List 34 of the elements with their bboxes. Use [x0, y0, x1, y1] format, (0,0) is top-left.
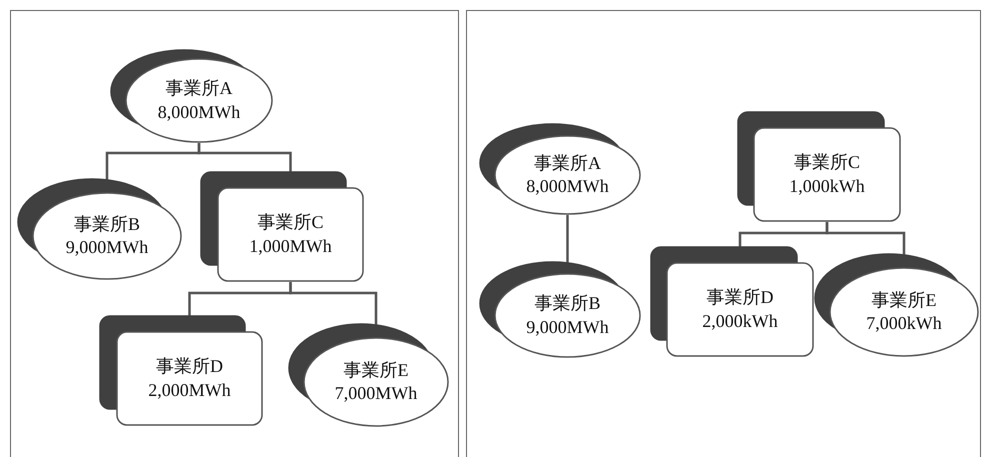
office-name: 事業所A: [166, 77, 232, 100]
office-name: 事業所A: [534, 152, 601, 175]
connector-line: [826, 222, 906, 255]
rounded-box-node: [737, 111, 901, 222]
energy-amount: 8,000MWh: [526, 175, 609, 198]
energy-amount: 1,000kWh: [789, 174, 865, 198]
energy-amount: 8,000MWh: [158, 100, 240, 124]
connector-line: [566, 215, 569, 263]
ellipse-node: [814, 253, 979, 357]
ellipse-node: [110, 49, 273, 143]
rounded-box-node: [650, 246, 814, 357]
ellipse-node: [479, 123, 641, 215]
connector-line: [289, 282, 378, 325]
energy-amount: 7,000kWh: [866, 312, 942, 335]
connector-line: [198, 143, 292, 173]
ellipse-node: [479, 261, 641, 358]
energy-amount: 2,000MWh: [148, 378, 231, 402]
office-name: 事業所B: [74, 212, 140, 236]
ellipse-node: [17, 178, 182, 280]
office-name: 事業所D: [706, 286, 774, 310]
ellipse-node: [288, 323, 449, 427]
office-name: 事業所E: [872, 288, 936, 312]
energy-amount: 7,000MWh: [334, 382, 418, 405]
rounded-box-node: [99, 315, 263, 426]
office-name: 事業所E: [344, 358, 408, 382]
office-name: 事業所B: [534, 292, 600, 316]
energy-amount: 9,000MWh: [526, 316, 609, 338]
energy-amount: 1,000MWh: [249, 234, 332, 258]
office-name: 事業所D: [156, 355, 223, 378]
office-name: 事業所C: [794, 151, 860, 174]
rounded-box-node: [200, 171, 364, 282]
office-name: 事業所C: [257, 211, 324, 234]
energy-amount: 9,000MWh: [66, 236, 148, 259]
energy-amount: 2,000kWh: [702, 310, 778, 332]
